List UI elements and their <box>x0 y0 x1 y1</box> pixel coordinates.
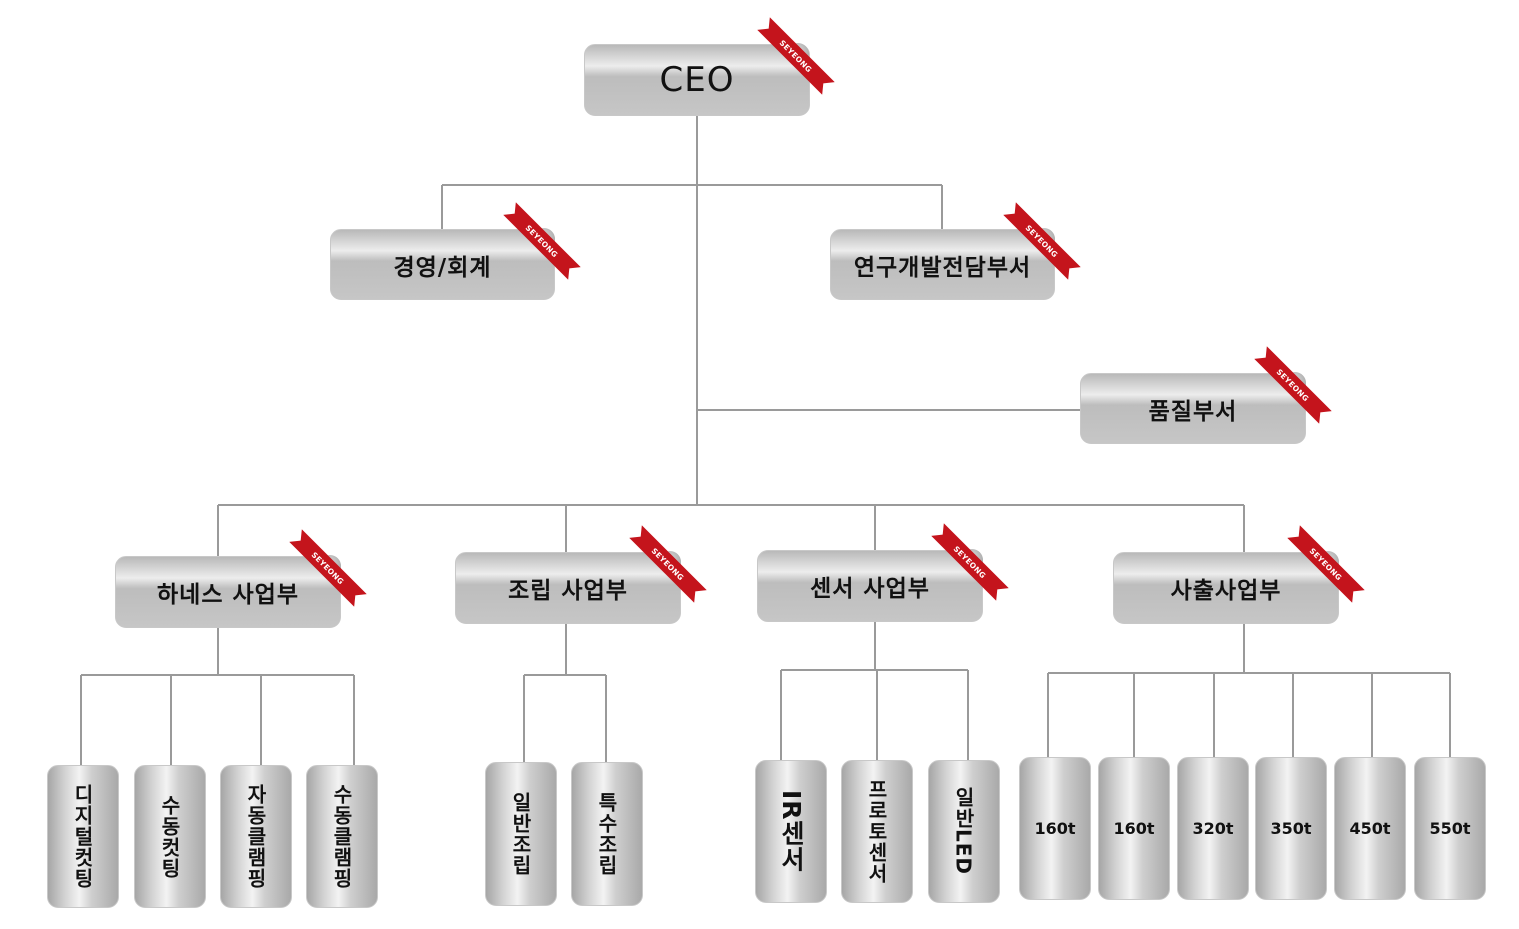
injection-item-box: 160t <box>1019 757 1091 900</box>
assembly-item-box: 특수조립 <box>571 762 643 906</box>
ceo-box: CEO <box>584 44 810 116</box>
sensor-division-box: 센서 사업부 <box>757 550 983 622</box>
injection-item-label: 320t <box>1192 819 1234 838</box>
assembly-item-label: 특수조립 <box>594 792 619 876</box>
injection-item-box: 350t <box>1255 757 1327 900</box>
harness-item-box: 자동클램핑 <box>220 765 292 908</box>
harness-item-box: 수동클램핑 <box>306 765 378 908</box>
sensor-item-box: IR센서 <box>755 760 827 903</box>
rnd-dept-label: 연구개발전담부서 <box>853 254 1032 281</box>
harness-item-label: 디지털컷팅 <box>70 784 95 889</box>
injection-division-box: 사출사업부 <box>1113 552 1339 624</box>
injection-item-box: 320t <box>1177 757 1249 900</box>
injection-division-label: 사출사업부 <box>1170 578 1282 604</box>
harness-item-label: 자동클램핑 <box>243 784 268 889</box>
injection-item-box: 550t <box>1414 757 1486 900</box>
ceo-label: CEO <box>659 60 735 100</box>
sensor-item-label: 일반LED <box>951 787 976 876</box>
sensor-division-label: 센서 사업부 <box>810 576 930 602</box>
rnd-dept-box: 연구개발전담부서 <box>830 229 1055 300</box>
harness-division-label: 하네스 사업부 <box>157 582 299 608</box>
sensor-item-box: 프로토센서 <box>841 760 913 903</box>
injection-item-label: 450t <box>1349 819 1391 838</box>
harness-division-box: 하네스 사업부 <box>115 556 341 628</box>
injection-item-label: 160t <box>1113 819 1155 838</box>
injection-item-label: 350t <box>1270 819 1312 838</box>
assembly-item-label: 일반조립 <box>508 792 533 876</box>
quality-dept-box: 품질부서 <box>1080 373 1306 444</box>
sensor-item-box: 일반LED <box>928 760 1000 903</box>
sensor-item-label: 프로토센서 <box>864 779 889 884</box>
harness-item-label: 수동클램핑 <box>329 784 354 889</box>
assembly-division-label: 조립 사업부 <box>508 578 628 604</box>
assembly-division-box: 조립 사업부 <box>455 552 681 624</box>
harness-item-label: 수동컷팅 <box>157 794 182 879</box>
quality-dept-label: 품질부서 <box>1148 398 1238 425</box>
injection-item-box: 450t <box>1334 757 1406 900</box>
sensor-item-label: IR센서 <box>777 790 806 873</box>
assembly-item-box: 일반조립 <box>485 762 557 906</box>
management-accounting-label: 경영/회계 <box>393 254 492 281</box>
injection-item-label: 160t <box>1034 819 1076 838</box>
harness-item-box: 수동컷팅 <box>134 765 206 908</box>
harness-item-box: 디지털컷팅 <box>47 765 119 908</box>
injection-item-box: 160t <box>1098 757 1170 900</box>
management-accounting-box: 경영/회계 <box>330 229 555 300</box>
injection-item-label: 550t <box>1429 819 1471 838</box>
